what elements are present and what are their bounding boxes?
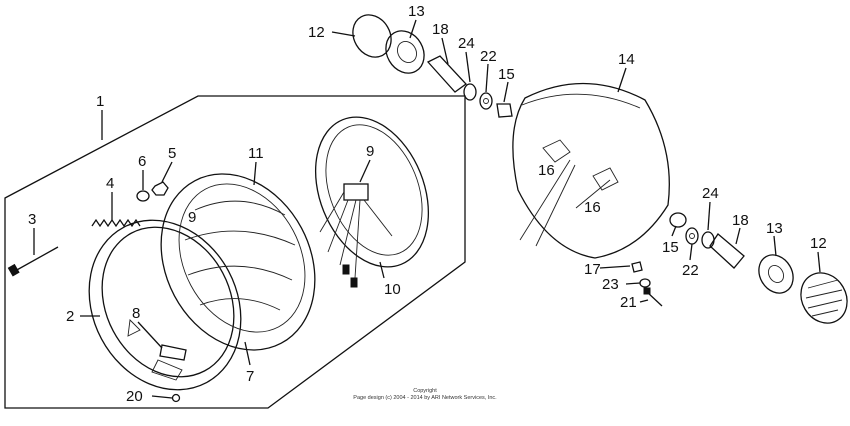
callout-20: 20 [126,388,143,405]
callout-6: 6 [138,153,146,170]
callout-9: 9 [366,143,374,160]
headlight-case-part-14 [512,82,670,259]
nut-part-5 [151,181,169,196]
reflector-cap-part-12-right [800,272,848,324]
spring-part-4 [91,218,141,228]
screw-part-20 [171,393,181,403]
callout-15-top: 15 [498,66,515,83]
nut-part-23 [639,278,651,288]
collar-part-18-top [426,55,467,93]
spacer-part-15-right [669,212,687,228]
bolt-part-17 [631,261,643,273]
callout-13-right: 13 [766,220,783,237]
callout-18-top: 18 [432,21,449,38]
callout-16-a: 16 [538,162,555,179]
callout-16-b: 16 [584,199,601,216]
callout-18-right: 18 [732,212,749,229]
washer-part-24-right [701,231,715,249]
callout-11: 11 [248,145,264,162]
rubber-part-13-top [385,30,425,74]
callout-3: 3 [28,211,36,228]
washer-part-22-top [479,92,493,110]
assembly-outline-box [4,95,466,409]
callout-4: 4 [106,175,114,192]
callout-2: 2 [66,308,74,325]
callout-15-right: 15 [662,239,679,256]
washer-part-22-right [685,227,699,245]
callout-24-top: 24 [458,35,475,52]
callout-21: 21 [620,294,637,311]
copyright-line-1: Copyright [413,388,437,394]
callout-22-right: 22 [682,262,699,279]
bolt-part-21 [643,287,663,307]
callout-12-right: 12 [810,235,827,252]
collar-part-18-right [709,233,745,269]
callout-7: 7 [246,368,254,385]
headlight-rim [88,219,242,391]
sealed-beam-unit [160,173,316,351]
callout-labels: 1 2 3 4 5 6 7 8 9 9 10 11 12 13 18 24 22… [28,3,827,405]
bracket-part-8 [159,344,187,361]
leader-lines [33,19,821,399]
callout-8: 8 [132,305,140,322]
spacer-part-15-top [496,103,513,118]
callout-14: 14 [618,51,635,68]
callout-17: 17 [584,261,601,278]
screw-part-3 [7,246,59,277]
callout-10: 10 [384,281,401,298]
callout-1: 1 [96,93,104,110]
callout-12-top: 12 [308,24,325,41]
callout-5: 5 [168,145,176,162]
callout-23: 23 [602,276,619,293]
callout-9-ring: 9 [188,209,196,226]
callout-13-top: 13 [408,3,425,20]
callout-24-right: 24 [702,185,719,202]
washer-part-24-top [463,83,477,101]
callout-22-top: 22 [480,48,497,65]
copyright-line-2: Page design (c) 2004 - 2014 by ARI Netwo… [353,395,497,401]
mounting-ring-part-10 [314,116,430,268]
rubber-part-13-right [758,254,794,294]
cap-part-12-top [352,14,392,58]
socket-wires-part-9 [319,183,393,288]
washer-part-6 [136,190,150,202]
